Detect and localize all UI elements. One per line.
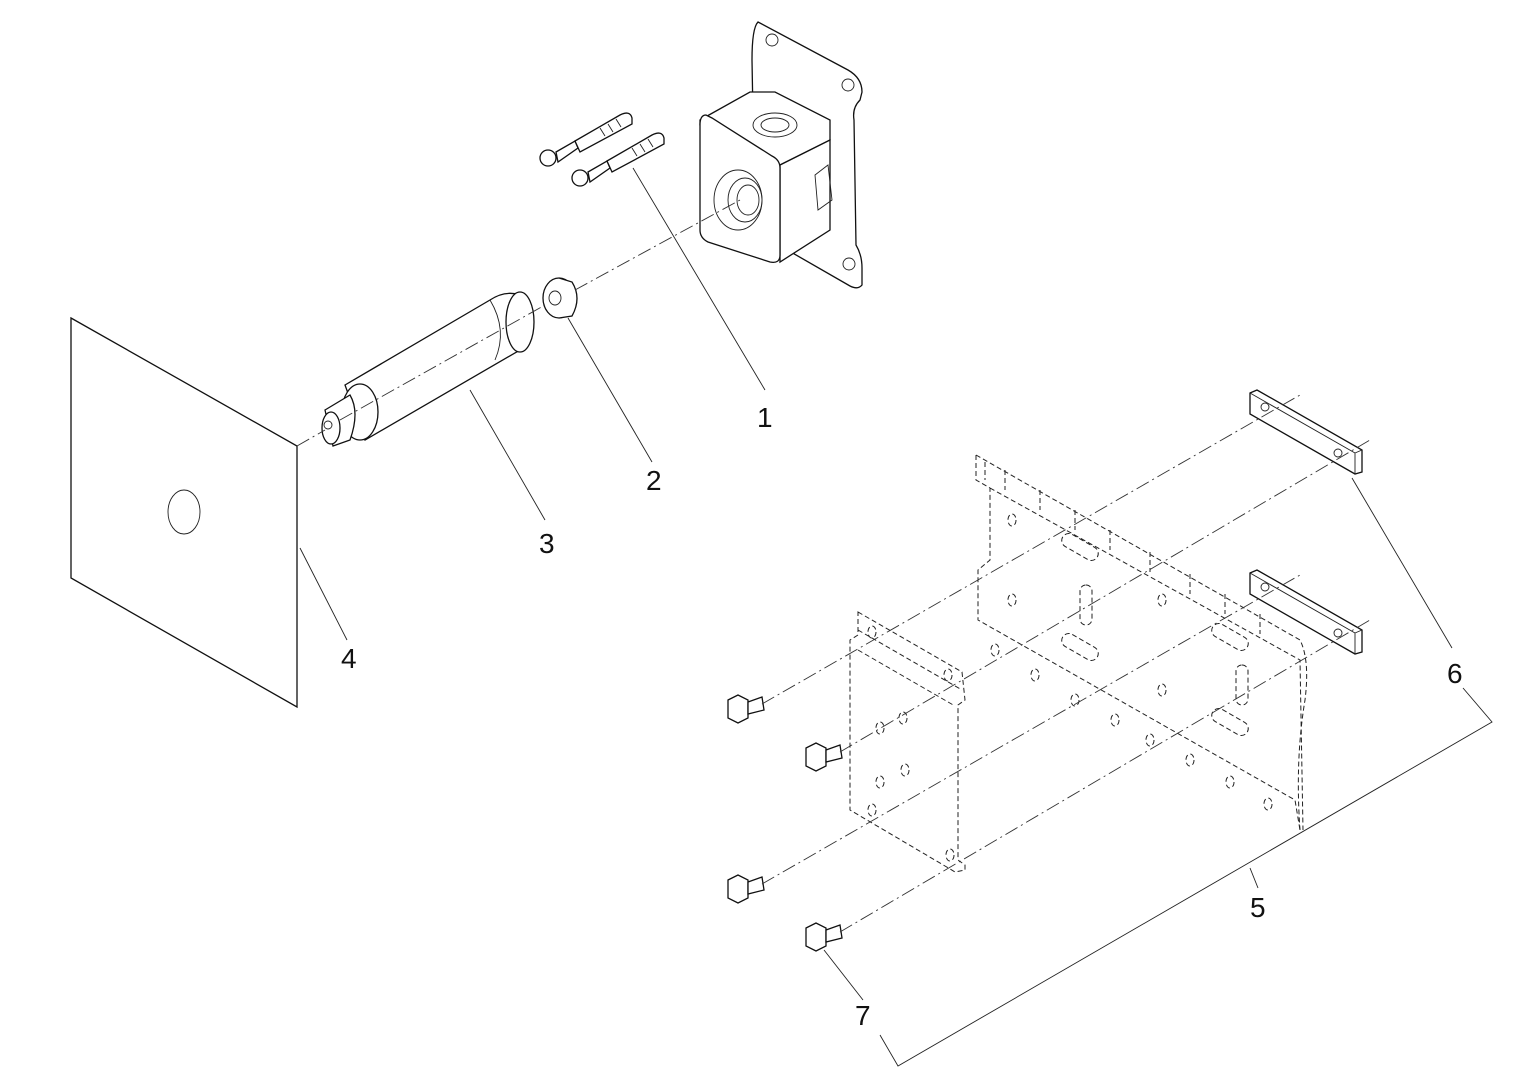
callout-6: 6 bbox=[1447, 658, 1463, 689]
hex-bolt-1 bbox=[727, 694, 765, 724]
hex-bolt-4 bbox=[805, 922, 843, 952]
hex-bolt-3 bbox=[727, 874, 765, 904]
mounting-frame bbox=[849, 454, 1308, 873]
cover-plate bbox=[70, 316, 298, 709]
anchor-screw-lower bbox=[571, 132, 665, 187]
callout-3: 3 bbox=[539, 528, 555, 559]
callout-4: 4 bbox=[341, 643, 357, 674]
callout-2: 2 bbox=[646, 465, 662, 496]
callout-5: 5 bbox=[1250, 892, 1266, 923]
callout-1: 1 bbox=[757, 402, 773, 433]
hex-bolt-2 bbox=[805, 742, 843, 772]
plug-cap bbox=[542, 277, 578, 319]
leader-lines bbox=[299, 167, 1493, 1067]
sensor-body bbox=[321, 291, 535, 447]
callout-7: 7 bbox=[855, 1000, 871, 1031]
spacer-bar-upper bbox=[1249, 389, 1363, 475]
axis-lines-lower bbox=[761, 394, 1371, 933]
axis-line-upper bbox=[296, 199, 741, 447]
anchor-screw-upper bbox=[539, 112, 633, 167]
valve-housing bbox=[699, 21, 863, 289]
spacer-bar-lower bbox=[1249, 569, 1363, 655]
